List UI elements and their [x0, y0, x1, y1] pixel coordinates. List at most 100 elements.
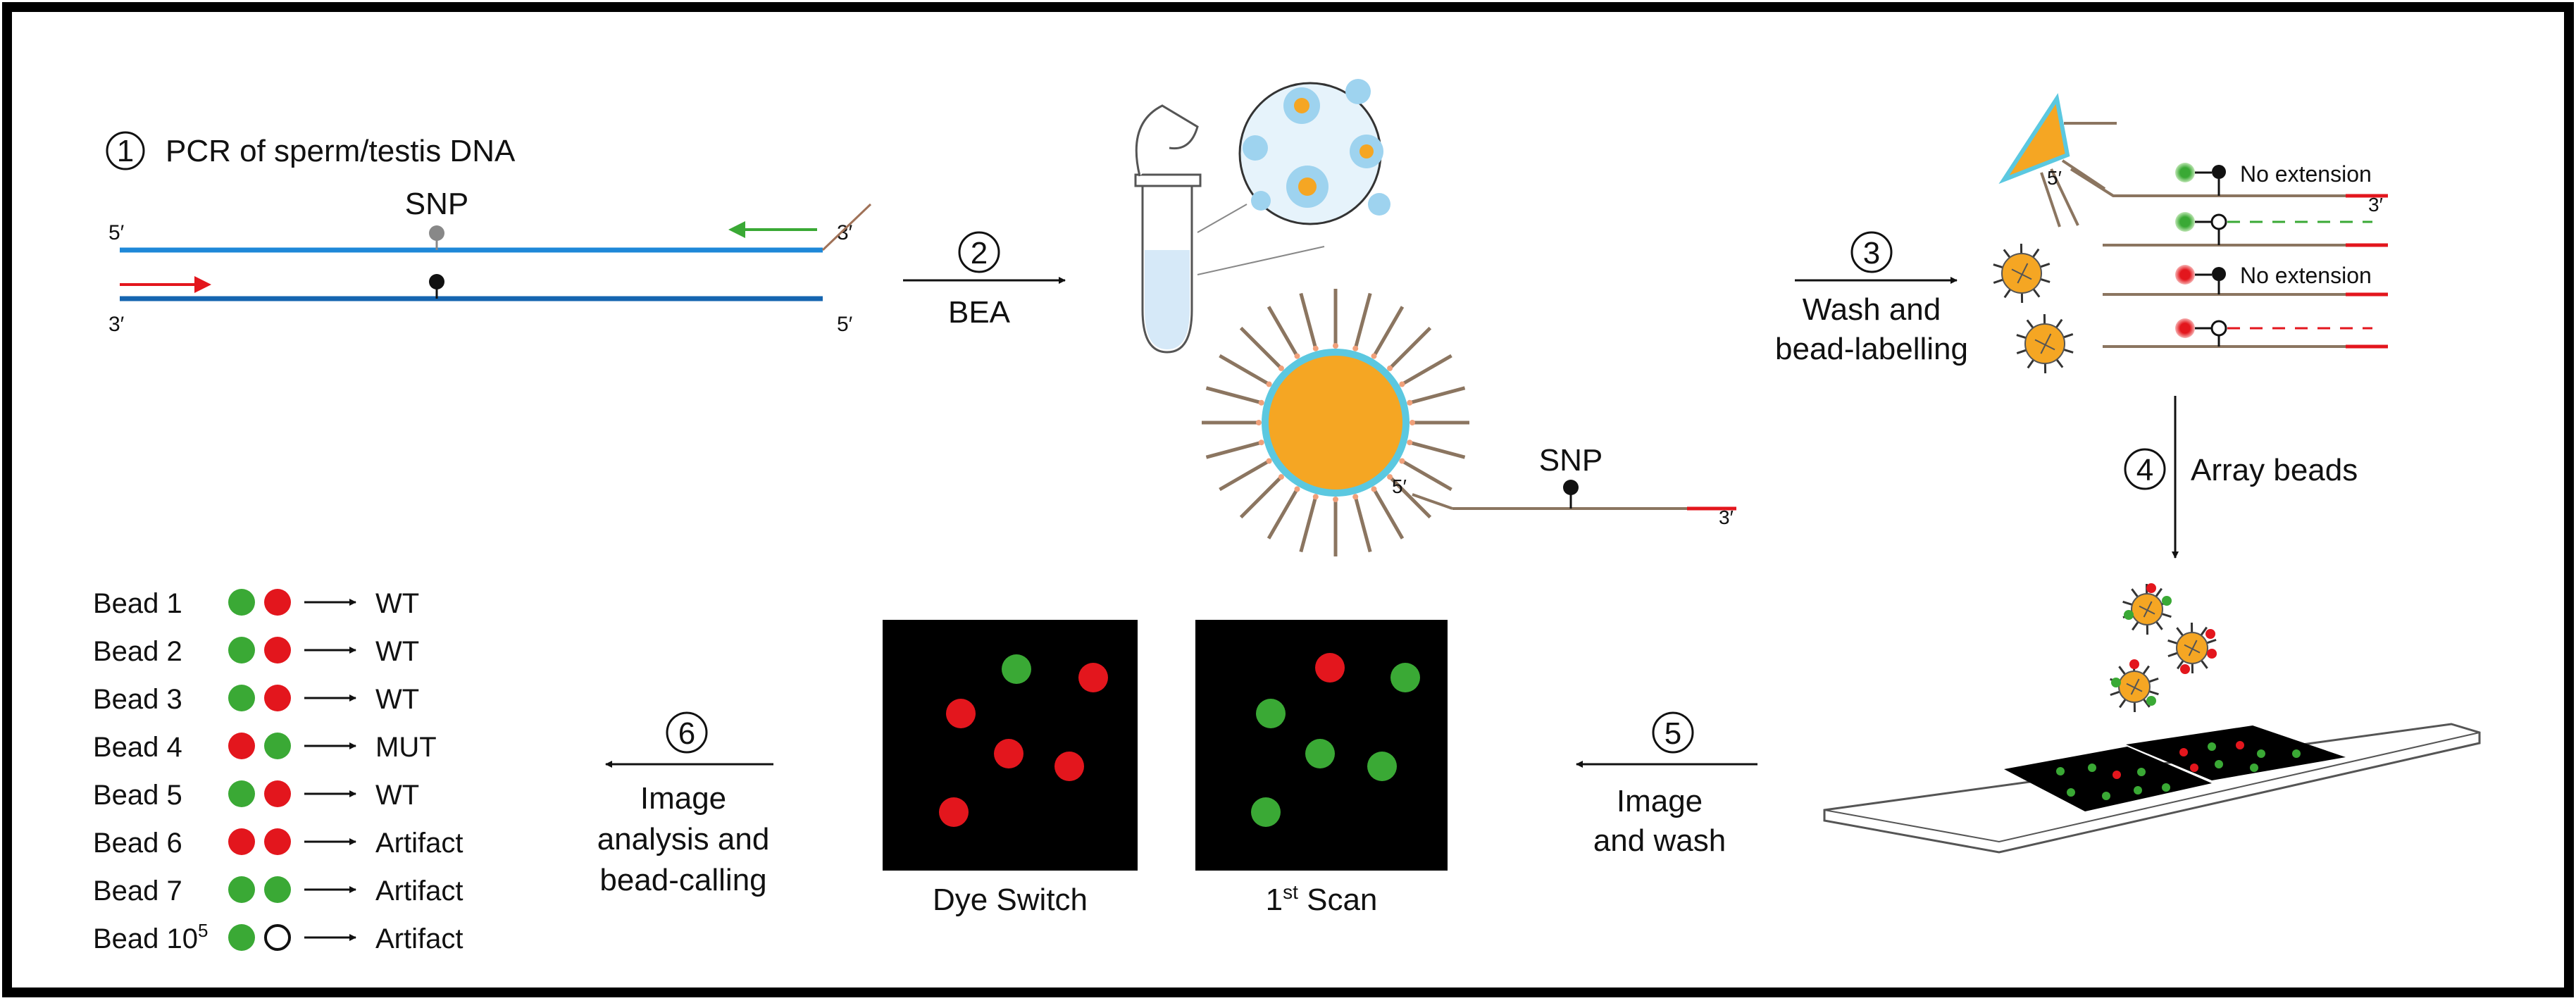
red-dot: [264, 685, 291, 711]
strand-anchor: [1267, 382, 1272, 387]
bead-name: Bead 6: [93, 828, 182, 859]
green-label-dot: [2111, 678, 2121, 687]
zoom-line-bottom: [1197, 247, 1324, 275]
bead-strand: [2033, 249, 2039, 257]
green-spot: [1305, 739, 1335, 768]
bead-call: Artifact: [375, 828, 463, 859]
green-dot: [228, 637, 255, 664]
red-label-dot: [2146, 583, 2156, 593]
bead-name-sup: 5: [198, 920, 208, 941]
bead-strand: [2119, 666, 2124, 674]
red-spot: [1078, 663, 1108, 692]
red-dot: [228, 733, 255, 759]
first-scan-number: 1: [1266, 883, 1283, 917]
bead-core: [1269, 356, 1402, 490]
strand-anchor: [1333, 343, 1338, 349]
step6-label-line1: Image: [640, 781, 726, 816]
red-label-dot: [2180, 664, 2190, 674]
red-spot: [2190, 764, 2198, 772]
dye-switch-label: Dye Switch: [933, 883, 1088, 917]
bead-call: Artifact: [375, 876, 463, 907]
step1-title: PCR of sperm/testis DNA: [166, 134, 516, 168]
bead-strand: [1301, 293, 1316, 348]
step1-group: 1 PCR of sperm/testis DNA 5′ 3′ SNP 3′ 5…: [107, 132, 871, 336]
bead-strand: [2177, 628, 2182, 635]
droplet-bead: [1359, 144, 1374, 158]
droplet: [1243, 135, 1268, 161]
bead-strand: [1241, 477, 1281, 517]
no-extension-label-2: No extension: [2240, 263, 2372, 288]
red-dot: [264, 780, 291, 807]
step1-number: 1: [117, 134, 134, 168]
bead-strand: [2143, 666, 2149, 674]
bead-name-text: Bead 6: [93, 828, 182, 859]
green-spot: [1256, 699, 1286, 728]
green-dot: [228, 876, 255, 903]
green-spot: [2102, 792, 2110, 800]
red-dot: [264, 828, 291, 855]
bead-name: Bead 4: [93, 732, 182, 763]
green-spot: [2137, 768, 2146, 776]
bead-name: Bead 1: [93, 588, 182, 619]
bead-strand: [2005, 289, 2010, 297]
bead-strand: [2027, 320, 2033, 328]
step6-label-line3: bead-calling: [599, 863, 766, 897]
droplet-bead: [1294, 98, 1309, 113]
red-spot: [2113, 771, 2121, 779]
green-spot: [2292, 749, 2301, 758]
bead-call: WT: [375, 684, 419, 715]
red-dot: [264, 589, 291, 616]
bead-row: Bead 1 WT: [93, 588, 419, 619]
bead-name: Bead 7: [93, 876, 182, 907]
strand-anchor: [1278, 474, 1284, 480]
strand-anchor: [1313, 346, 1319, 351]
bead-strand: [2132, 622, 2138, 630]
bead-strand: [1241, 328, 1281, 368]
bead-call: WT: [375, 588, 419, 619]
green-spot: [1002, 654, 1031, 684]
tube-cap: [1136, 106, 1197, 176]
step2-snp-label: SNP: [1539, 443, 1603, 478]
tube-liquid: [1145, 250, 1190, 349]
strand-anchor: [1333, 497, 1338, 502]
bead-name-text: Bead 5: [93, 780, 182, 811]
bead-strand: [1301, 497, 1316, 552]
step6-number: 6: [678, 716, 695, 751]
bead-strand: [1410, 388, 1464, 403]
bead-name-text: Bead 1: [93, 588, 182, 619]
falling-bead: [2168, 623, 2217, 674]
bead-name: Bead 2: [93, 636, 182, 667]
bead-strand: [2207, 640, 2216, 643]
step6-group: 6 Image analysis and bead-calling: [597, 713, 773, 897]
bead-strand: [1269, 489, 1298, 538]
bead-row: Bead 3 WT: [93, 684, 419, 715]
green-spot: [2056, 767, 2065, 775]
labelled-bead: [2017, 314, 2073, 373]
strand-anchor: [1399, 459, 1405, 464]
bead-call: Artifact: [375, 923, 463, 954]
green-fluor: [2175, 163, 2195, 182]
bead-name: Bead 3: [93, 684, 182, 715]
bead-strand: [1402, 356, 1451, 385]
green-spot: [1251, 797, 1281, 827]
red-primer-arrowhead: [194, 276, 211, 293]
red-label-dot: [2205, 629, 2215, 639]
bead-strand: [2017, 350, 2026, 354]
green-dot: [228, 924, 255, 951]
green-spot: [2067, 788, 2075, 797]
bead-strand: [2201, 661, 2207, 668]
snp-marker-bottom: [429, 274, 444, 289]
bead-name-text: Bead 3: [93, 684, 182, 715]
probe-snp-filled: [2212, 165, 2226, 179]
strand-anchor: [1295, 486, 1300, 492]
bead-strand: [2156, 622, 2162, 630]
probe-snp-open: [2212, 321, 2226, 335]
bead-strand: [1355, 497, 1370, 552]
strand-anchor: [1371, 486, 1377, 492]
green-dot: [228, 685, 255, 711]
step3-number: 3: [1863, 236, 1880, 270]
red-label-dot: [2207, 649, 2217, 659]
